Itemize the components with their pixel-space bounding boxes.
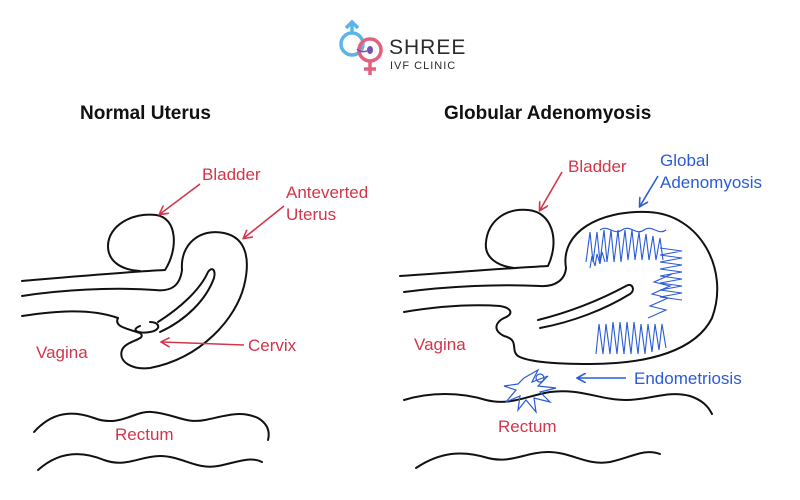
rectum-upper: [33, 410, 270, 441]
brand-subtitle: IVF CLINIC: [390, 60, 457, 72]
brand-name: SHREE: [389, 36, 467, 59]
uterine-cavity: [157, 268, 216, 333]
global-adenomyosis-arrow: [640, 175, 659, 206]
cervix-arrow: [162, 342, 245, 345]
rectum-lower: [37, 453, 263, 471]
uterine-cavity-right: [537, 284, 634, 329]
bladder-label: Bladder: [202, 165, 261, 184]
cervix-label: Cervix: [248, 336, 297, 355]
anteverted-arrow: [244, 205, 285, 238]
anteverted-label-line1: Anteverted: [286, 183, 369, 202]
adenomyosis-texture: [585, 227, 683, 355]
bladder-label-right: Bladder: [568, 157, 627, 176]
vagina-label-right: Vagina: [414, 335, 466, 354]
anteverted-label-line2: Uterus: [286, 205, 337, 224]
bladder-arrow: [160, 183, 201, 214]
endometriosis-label: Endometriosis: [634, 369, 742, 388]
brand-logo: SHREE IVF CLINIC: [335, 20, 475, 80]
vagina-lower-wall: [21, 310, 119, 319]
gender-symbols-icon: [339, 20, 383, 75]
rectum-lower-right: [415, 451, 661, 469]
vagina-upper-wall-right: [403, 267, 567, 293]
globular-uterus-drawing: [399, 208, 719, 469]
rectum-upper-right: [403, 390, 713, 415]
vagina-upper-wall: [21, 269, 183, 297]
vagina-label: Vagina: [36, 343, 88, 362]
cervix-lips: [134, 321, 160, 334]
normal-uterus-title: Normal Uterus: [80, 103, 211, 124]
bladder-shape-right: [399, 208, 555, 277]
endometriosis-lesion: [503, 368, 557, 415]
global-adenomyosis-label-line2: Adenomyosis: [660, 173, 763, 192]
vagina-lower-wall-right: [403, 304, 512, 319]
rectum-label-right: Rectum: [498, 417, 557, 436]
rectum-label: Rectum: [115, 425, 174, 444]
globular-adenomyosis-title: Globular Adenomyosis: [444, 103, 652, 124]
globular-uterus-outline: [495, 210, 719, 365]
bladder-shape: [21, 213, 175, 282]
normal-uterus-drawing: [21, 213, 270, 471]
global-adenomyosis-label-line1: Global: [660, 151, 710, 170]
anteverted-uterus-outline: [116, 231, 248, 370]
bladder-arrow-right: [540, 171, 563, 210]
